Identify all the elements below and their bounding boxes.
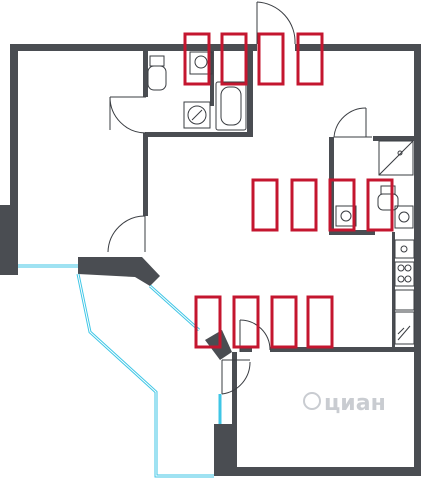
wall-top-left xyxy=(10,44,257,51)
marker-group-bottom xyxy=(194,295,334,349)
window-marker xyxy=(306,295,334,349)
shower-icon xyxy=(378,140,414,176)
toilet-icon xyxy=(149,55,165,67)
wall-center-diagonal xyxy=(78,257,160,286)
wall-right xyxy=(414,44,421,476)
glass-balcony-outline xyxy=(76,273,214,478)
washing-machine-icon xyxy=(183,101,211,129)
door-room-swing xyxy=(107,215,146,253)
kitchen-fixtures xyxy=(394,239,415,345)
window-marker xyxy=(251,178,279,232)
wall-lower-left xyxy=(240,347,252,352)
wall-bath-bottom xyxy=(145,132,253,137)
doors xyxy=(107,1,372,395)
window-marker xyxy=(257,32,285,86)
window-marker xyxy=(290,178,318,232)
wall-lower-vertical xyxy=(232,352,237,472)
window-marker xyxy=(296,32,324,86)
watermark-text: циан xyxy=(324,391,386,416)
watermark: циан xyxy=(303,391,386,416)
door-balcony-swing xyxy=(221,361,251,395)
window-marker xyxy=(328,178,356,232)
wall-kitchen-left xyxy=(392,232,395,347)
glass-inner xyxy=(18,265,214,477)
window-marker xyxy=(220,32,248,86)
window-marker xyxy=(232,295,260,349)
wall-left-pillar xyxy=(0,205,18,275)
door-wc-swing xyxy=(333,107,367,138)
bathroom-fixtures xyxy=(147,51,414,229)
kitchen-sink-icon xyxy=(394,239,415,259)
wall-wc-bottom xyxy=(329,230,375,235)
wall-bath-stub xyxy=(210,51,214,106)
sink-icon xyxy=(189,51,213,75)
dishwasher-icon xyxy=(394,311,415,345)
bathtub-icon xyxy=(215,81,247,131)
window-marker xyxy=(366,178,394,232)
stove-icon xyxy=(394,261,415,287)
marker-group-top xyxy=(183,32,324,86)
window-marker xyxy=(194,295,222,349)
glass-balcony xyxy=(18,264,222,478)
window-marker xyxy=(183,32,211,86)
wall-lower-partition xyxy=(270,347,421,352)
wall-wc-top xyxy=(373,136,414,141)
window-marker xyxy=(270,295,298,349)
wall-hall-left xyxy=(143,133,148,216)
watermark-logo-icon xyxy=(303,392,321,410)
door-top-swing xyxy=(256,1,296,45)
marker-group-middle xyxy=(251,178,394,232)
wall-bottom-pillar xyxy=(214,424,233,476)
window-markers xyxy=(183,32,394,349)
wc-sink-icon xyxy=(335,205,357,227)
wall-bath-right xyxy=(247,51,253,136)
wall-bath-left-top xyxy=(143,51,148,97)
door-lower-swing xyxy=(239,319,271,351)
wall-left xyxy=(10,44,18,274)
wall-top-right xyxy=(295,44,421,51)
door-bath-swing xyxy=(109,96,147,134)
wall-bottom xyxy=(232,467,421,476)
